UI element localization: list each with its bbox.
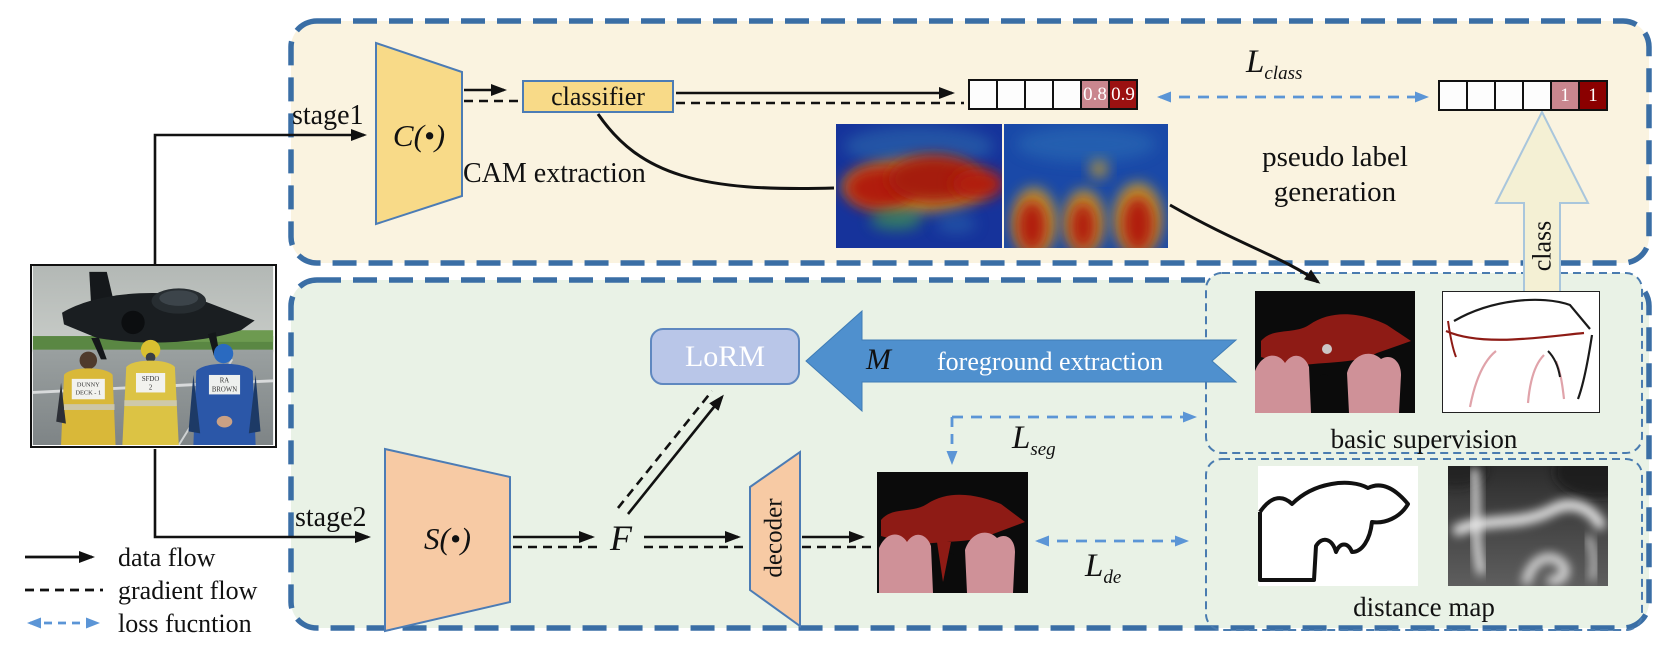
pseudo-label-line1: pseudo label xyxy=(1262,141,1408,173)
encoder-s-label: S(•) xyxy=(424,521,471,556)
input-photo: DUNNY DECK - 1 SFDO 2 RA BROWN xyxy=(30,264,277,448)
distance-map-image xyxy=(1448,466,1608,586)
loss-de-label: Lde xyxy=(1085,548,1121,589)
vector-cell xyxy=(1052,79,1082,110)
legend-gradient-flow-label: gradient flow xyxy=(118,576,258,605)
vector-cell-label: 1 xyxy=(1550,80,1580,111)
cam-heatmap-airplane xyxy=(836,124,1002,248)
class-arrow-label: class xyxy=(1527,220,1557,272)
pseudo-label-generation-label: pseudo label generation xyxy=(1225,140,1445,211)
lorm-box: LoRM xyxy=(650,328,800,385)
vector-cell xyxy=(1522,80,1552,111)
basic-supervision-caption: basic supervision xyxy=(1330,424,1518,454)
loss-de-sub: de xyxy=(1103,567,1122,588)
stage2-label: stage2 xyxy=(295,502,367,533)
loss-class-sub: class xyxy=(1264,63,1303,84)
legend-loss-function-label: loss fucntion xyxy=(118,609,252,638)
decoder-label: decoder xyxy=(761,498,788,578)
foreground-extraction-label: foreground extraction xyxy=(937,347,1163,376)
vector-cell-score: 0.8 xyxy=(1080,79,1110,110)
vector-cell xyxy=(968,79,998,110)
loss-seg-base: L xyxy=(1012,420,1031,456)
vest-left-text-1: DUNNY xyxy=(77,382,100,389)
legend-data-flow-label: data flow xyxy=(118,543,216,572)
pseudo-label-line2: generation xyxy=(1273,176,1397,209)
boundary-map-image xyxy=(1258,466,1418,586)
prediction-vector: 0.8 0.9 xyxy=(968,79,1138,110)
vector-cell xyxy=(1466,80,1496,111)
loss-seg-label: Lseg xyxy=(1012,420,1056,461)
vest-right-text-2: BROWN xyxy=(212,386,237,393)
mask-symbol: M xyxy=(866,343,891,376)
vector-cell-score: 0.9 xyxy=(1108,79,1138,110)
airplane-photo-graphic: DUNNY DECK - 1 SFDO 2 RA BROWN xyxy=(32,266,274,445)
distance-map-caption: distance map xyxy=(1353,592,1495,622)
vest-mid-text-2: 2 xyxy=(149,385,153,392)
feature-symbol: F xyxy=(610,518,632,558)
vector-cell xyxy=(996,79,1026,110)
class-arrow-label-wrap: class xyxy=(1524,202,1560,290)
loss-seg-sub: seg xyxy=(1030,439,1056,460)
lorm-label: LoRM xyxy=(684,339,765,373)
decoder-label-wrap: decoder xyxy=(752,480,798,596)
cam-heatmap-people xyxy=(1004,124,1168,248)
stage1-label: stage1 xyxy=(292,100,364,131)
classifier-box: classifier xyxy=(522,80,674,113)
scribble-annotation-image xyxy=(1442,291,1600,413)
vest-mid-text-1: SFDO xyxy=(142,376,159,383)
vest-right-text-1: RA xyxy=(220,378,230,385)
vector-cell xyxy=(1024,79,1054,110)
vector-cell xyxy=(1494,80,1524,111)
pseudo-mask-image xyxy=(1255,291,1415,413)
encoder-c-label: C(•) xyxy=(392,118,446,153)
loss-de-base: L xyxy=(1085,548,1104,584)
cam-extraction-label: CAM extraction xyxy=(463,158,646,189)
segmentation-output xyxy=(877,472,1028,593)
loss-class-label: Lclass xyxy=(1246,44,1302,85)
loss-class-base: L xyxy=(1246,44,1265,80)
pseudo-label-vector: 1 1 xyxy=(1438,80,1608,111)
vector-cell-label: 1 xyxy=(1578,80,1608,111)
vest-left-text-2: DECK - 1 xyxy=(76,389,102,396)
classifier-label: classifier xyxy=(551,81,645,111)
vector-cell xyxy=(1438,80,1468,111)
